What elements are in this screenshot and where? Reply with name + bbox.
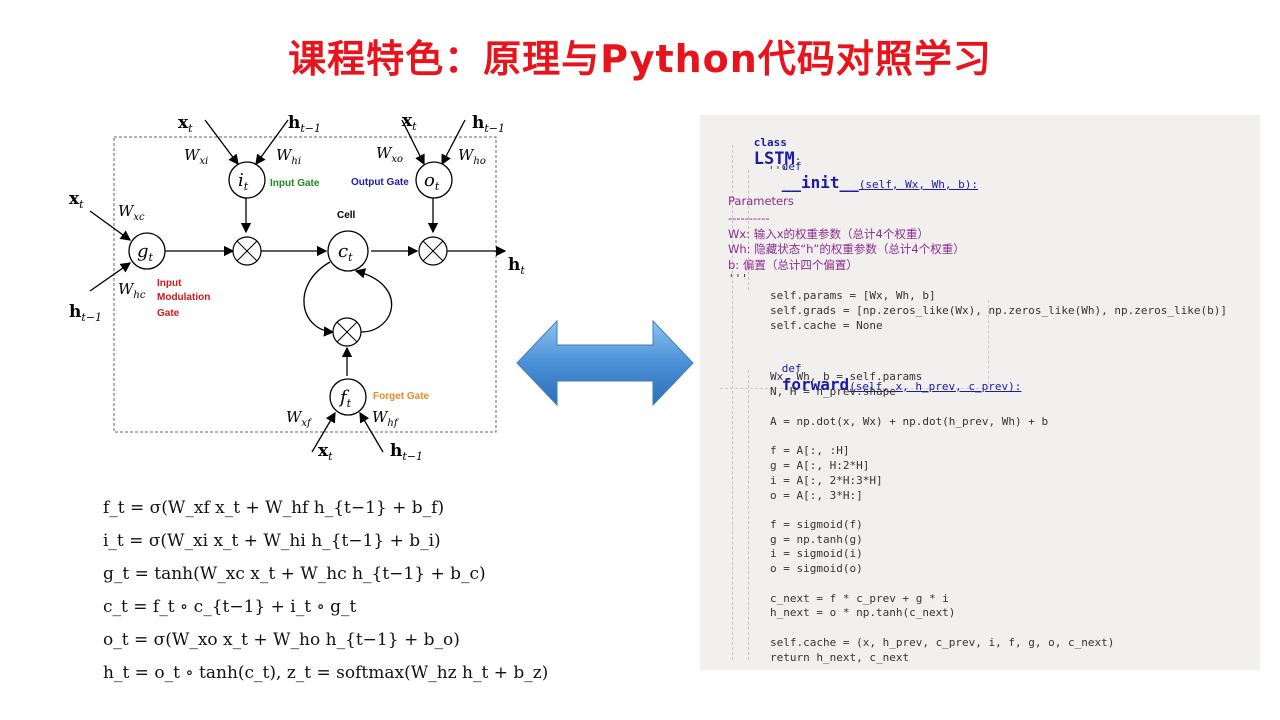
fwd-line-7: i = A[:, 2*H:3*H] bbox=[770, 474, 883, 487]
class-name: LSTM bbox=[753, 149, 795, 169]
output-gate-label: Output Gate bbox=[351, 177, 409, 188]
lstm-diagram: it ot gt ct ft xt ht−1 xt ht−1 xt ht−1 h… bbox=[60, 100, 530, 480]
def-keyword-forward: def bbox=[781, 362, 802, 375]
fwd-line-6: g = A[:, H:2*H] bbox=[770, 459, 870, 472]
init-line-0: self.params = [Wx, Wh, b] bbox=[770, 289, 936, 302]
doc-line-3: Wh: 隐藏状态“h”的权重参数（总计4个权重） bbox=[728, 242, 965, 256]
init-line-2: self.cache = None bbox=[770, 319, 883, 332]
output-gate-node bbox=[415, 161, 453, 199]
svg-text:ht−1: ht−1 bbox=[472, 113, 505, 135]
docstring-open: ''' bbox=[768, 164, 788, 177]
forget-gate-label: Forget Gate bbox=[373, 391, 430, 402]
svg-text:Wxc: Wxc bbox=[118, 202, 145, 223]
init-line-1: self.grads = [np.zeros_like(Wx), np.zero… bbox=[770, 304, 1227, 317]
equation-forget: f_t = σ(W_xf x_t + W_hf h_{t−1} + b_f) bbox=[103, 498, 445, 518]
cell-label: Cell bbox=[337, 210, 356, 221]
fwd-line-15: c_next = f * c_prev + g * i bbox=[770, 592, 949, 605]
equation-cell: c_t = f_t ∘ c_{t−1} + i_t ∘ g_t bbox=[103, 597, 357, 617]
equation-hidden: h_t = o_t ∘ tanh(c_t), z_t = softmax(W_h… bbox=[103, 663, 549, 683]
lstm-equations: f_t = σ(W_xf x_t + W_hf h_{t−1} + b_f) i… bbox=[103, 492, 549, 690]
docstring-close: ''' bbox=[728, 272, 748, 285]
svg-text:Whf: Whf bbox=[372, 408, 400, 429]
svg-text:xt: xt bbox=[69, 189, 84, 211]
fwd-line-12: i = sigmoid(i) bbox=[770, 547, 863, 560]
svg-text:ht−1: ht−1 bbox=[390, 441, 423, 463]
fwd-line-19: return h_next, c_next bbox=[770, 651, 910, 664]
svg-text:Whi: Whi bbox=[276, 146, 301, 167]
svg-text:xt: xt bbox=[178, 113, 193, 135]
fwd-line-18: self.cache = (x, h_prev, c_prev, i, f, g… bbox=[770, 636, 1115, 649]
svg-text:it: it bbox=[238, 170, 249, 193]
modulation-gate-label-3: Gate bbox=[157, 308, 180, 319]
lstm-code: class LSTM: def __init__(self, Wx, Wh, b… bbox=[728, 136, 1227, 664]
class-keyword: class bbox=[753, 136, 787, 149]
svg-text:xt: xt bbox=[318, 441, 333, 463]
fwd-line-11: g = np.tanh(g) bbox=[770, 533, 863, 546]
fwd-line-1: N, H = h_prev.shape bbox=[770, 385, 896, 398]
input-gate-node bbox=[228, 161, 266, 199]
svg-text:Who: Who bbox=[458, 146, 486, 167]
fwd-line-10: f = sigmoid(f) bbox=[770, 518, 863, 531]
modulation-gate-node bbox=[128, 232, 166, 270]
fwd-line-5: f = A[:, :H] bbox=[770, 444, 850, 457]
svg-text:Wxo: Wxo bbox=[376, 144, 403, 165]
doc-line-1: ---------- bbox=[728, 211, 770, 225]
svg-text:ht−1: ht−1 bbox=[288, 113, 321, 135]
code-panel: class LSTM: def __init__(self, Wx, Wh, b… bbox=[700, 115, 1260, 670]
forward-name: forward bbox=[781, 375, 850, 394]
fwd-line-16: h_next = o * np.tanh(c_next) bbox=[770, 606, 956, 619]
docstring-box bbox=[720, 300, 989, 389]
multiply-node-input bbox=[232, 236, 262, 266]
modulation-gate-label-2: Modulation bbox=[157, 292, 210, 303]
svg-text:Whc: Whc bbox=[118, 280, 146, 301]
fwd-line-3: A = np.dot(x, Wx) + np.dot(h_prev, Wh) +… bbox=[770, 415, 1049, 428]
init-args: (self, Wx, Wh, b): bbox=[858, 178, 979, 191]
multiply-node-output bbox=[418, 236, 448, 266]
svg-text:Wxf: Wxf bbox=[286, 408, 313, 429]
svg-text:ht−1: ht−1 bbox=[69, 302, 102, 324]
fwd-line-13: o = sigmoid(o) bbox=[770, 562, 863, 575]
double-arrow-icon bbox=[515, 318, 695, 408]
svg-text:ht: ht bbox=[508, 255, 525, 277]
forward-args: (self, x, h_prev, c_prev): bbox=[849, 380, 1022, 393]
svg-text:Wxi: Wxi bbox=[184, 146, 208, 167]
input-gate-label: Input Gate bbox=[270, 178, 320, 189]
equation-modulation: g_t = tanh(W_xc x_t + W_hc h_{t−1} + b_c… bbox=[103, 564, 486, 584]
multiply-node-forget bbox=[332, 317, 362, 347]
def-keyword-init: def bbox=[781, 160, 802, 173]
fwd-line-8: o = A[:, 3*H:] bbox=[770, 489, 863, 502]
fwd-line-0: Wx, Wh, b = self.params bbox=[770, 370, 923, 383]
svg-text:xt: xt bbox=[402, 111, 417, 133]
equation-output: o_t = σ(W_xo x_t + W_ho h_{t−1} + b_o) bbox=[103, 630, 460, 650]
equation-input: i_t = σ(W_xi x_t + W_hi h_{t−1} + b_i) bbox=[103, 531, 441, 551]
doc-line-0: Parameters bbox=[728, 194, 794, 208]
modulation-gate-label-1: Input bbox=[157, 278, 182, 289]
slide-title: 课程特色：原理与Python代码对照学习 bbox=[288, 37, 992, 81]
doc-line-2: Wx: 输入x的权重参数（总计4个权重） bbox=[728, 227, 929, 241]
forget-gate-node bbox=[329, 378, 367, 416]
cell-node bbox=[327, 230, 369, 272]
doc-line-4: b: 偏置（总计四个偏置） bbox=[728, 258, 858, 272]
cell-boundary bbox=[113, 136, 497, 433]
init-name: __init__ bbox=[781, 173, 859, 192]
